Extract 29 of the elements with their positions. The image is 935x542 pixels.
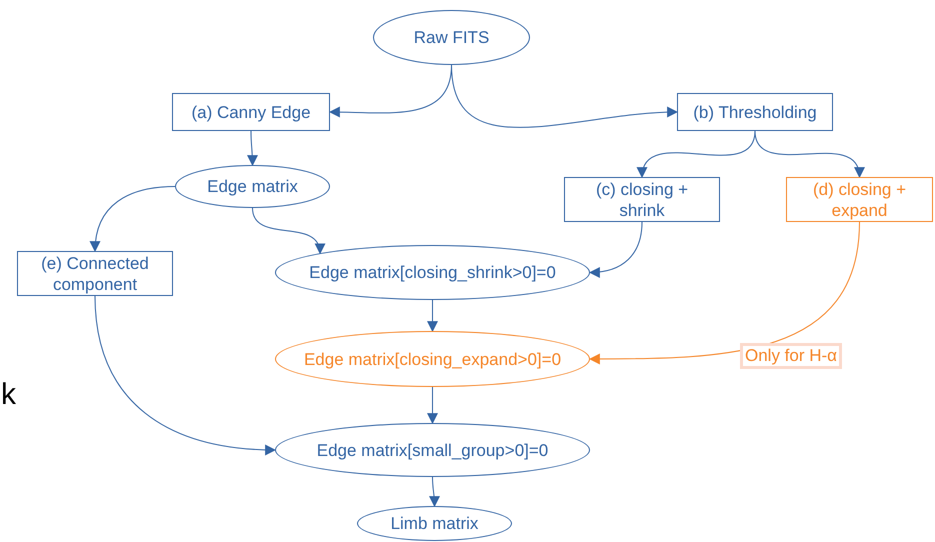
node-text: Edge matrix[closing_expand>0]=0: [304, 348, 562, 370]
arrow: [428, 476, 440, 508]
process-box: [786, 177, 933, 222]
arrow: [754, 130, 864, 178]
node-text: Limb matrix: [390, 513, 478, 534]
arrow: [427, 300, 438, 332]
arrow: [94, 296, 276, 456]
node-text: Edge matrix: [207, 176, 298, 197]
process-box: [172, 93, 330, 131]
arrow: [252, 208, 324, 254]
cropped-text: k: [1, 378, 16, 412]
process-box: [17, 251, 173, 296]
node-text: (b) Thresholding: [693, 102, 817, 122]
arrow: [588, 222, 860, 364]
arrow: [246, 130, 258, 166]
node-text: (c) closing + shrink: [594, 178, 690, 220]
process-box: [677, 93, 833, 131]
arrow: [90, 186, 176, 252]
edge-label: Only for H-α: [740, 343, 842, 369]
node-text: (e) Connected component: [40, 252, 150, 294]
arrow: [427, 386, 438, 424]
process-box: [564, 177, 720, 222]
node-text: (a) Canny Edge: [191, 102, 311, 122]
node-text: Raw FITS: [414, 27, 490, 48]
arrow: [451, 64, 678, 128]
node-text: (d) closing + expand: [812, 178, 908, 220]
node-text: Edge matrix[small_group>0]=0: [316, 440, 548, 460]
arrow: [588, 222, 642, 278]
node-text: Edge matrix[closing_shrink>0]=0: [309, 262, 556, 283]
